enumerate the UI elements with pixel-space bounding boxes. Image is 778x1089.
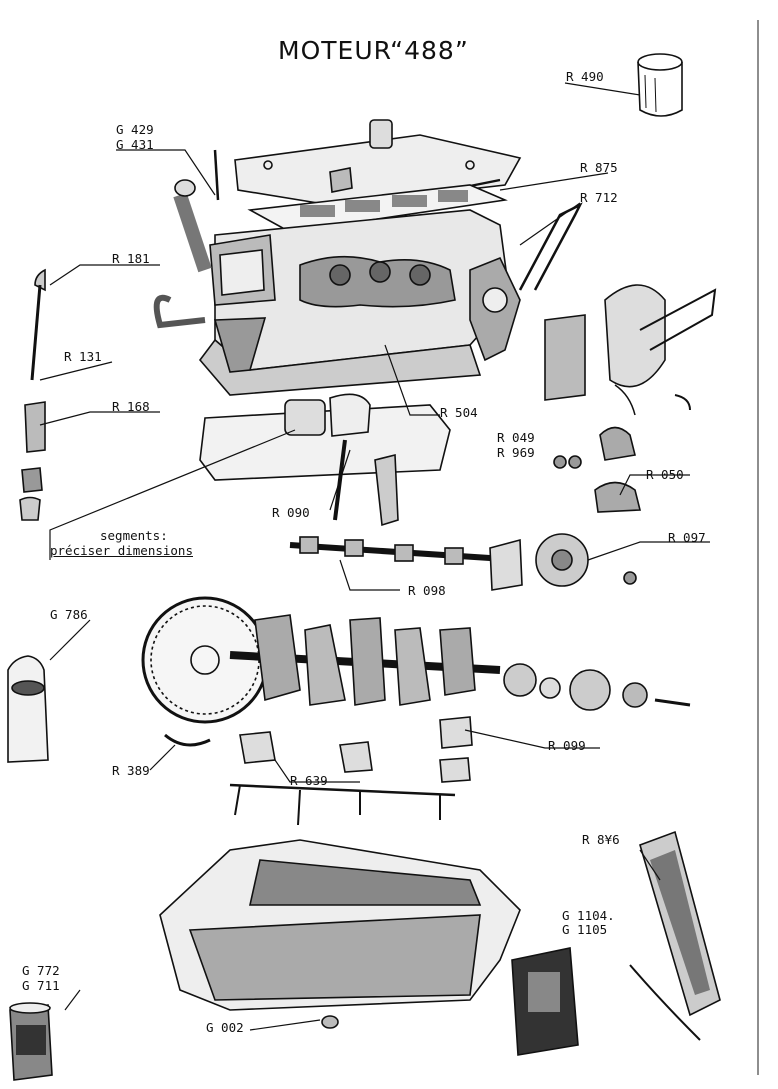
label-r168: R 168	[112, 399, 150, 414]
oil-pan-part	[159, 839, 521, 1011]
camshaft-part	[289, 533, 637, 591]
label-g431: G 431	[116, 137, 154, 152]
oil-filter-part	[511, 947, 579, 1056]
engine-block-part	[153, 149, 583, 396]
label-r875: R 875	[580, 160, 618, 175]
label-r712: R 712	[580, 190, 618, 205]
head-gasket-part	[247, 184, 508, 233]
oil-can-part	[7, 655, 49, 763]
timing-cover-part	[544, 284, 717, 416]
label-g786: G 786	[50, 607, 88, 622]
piston-and-rod-part	[199, 393, 451, 527]
filter-cartridge-part	[9, 1002, 53, 1081]
radiator-part	[629, 830, 721, 1041]
cylinder-liner-part	[637, 53, 683, 117]
drain-plug-part	[321, 1015, 339, 1029]
crankshaft-part	[229, 614, 691, 711]
segments-note-line2: préciser dimensions	[50, 543, 193, 558]
label-r097: R 097	[668, 530, 706, 545]
label-g002: G 002	[206, 1020, 244, 1035]
label-r131: R 131	[64, 349, 102, 364]
label-g711: G 711	[22, 978, 60, 993]
label-g429: G 429	[116, 122, 154, 137]
label-r639: R 639	[290, 773, 328, 788]
label-r856: R 8¥6	[582, 832, 620, 847]
label-r099: R 099	[548, 738, 586, 753]
label-r050: R 050	[646, 467, 684, 482]
segments-note-line1: segments:	[100, 528, 168, 543]
page-title: MOTEUR“488”	[278, 36, 469, 65]
label-r490: R 490	[566, 69, 604, 84]
label-r389: R 389	[112, 763, 150, 778]
label-r049: R 049	[497, 430, 535, 445]
label-r969: R 969	[497, 445, 535, 460]
bearing-shells-part	[164, 716, 473, 826]
valve-and-spring-part	[19, 268, 46, 521]
water-pump-part	[553, 426, 642, 513]
label-r098: R 098	[408, 583, 446, 598]
label-g1105: G 1105	[562, 922, 608, 937]
leader-lines	[39, 82, 710, 1031]
label-g1104: G 1104.	[562, 908, 615, 923]
label-r504: R 504	[440, 405, 478, 420]
label-g772: G 772	[22, 963, 60, 978]
label-r090: R 090	[272, 505, 310, 520]
label-r181: R 181	[112, 251, 150, 266]
